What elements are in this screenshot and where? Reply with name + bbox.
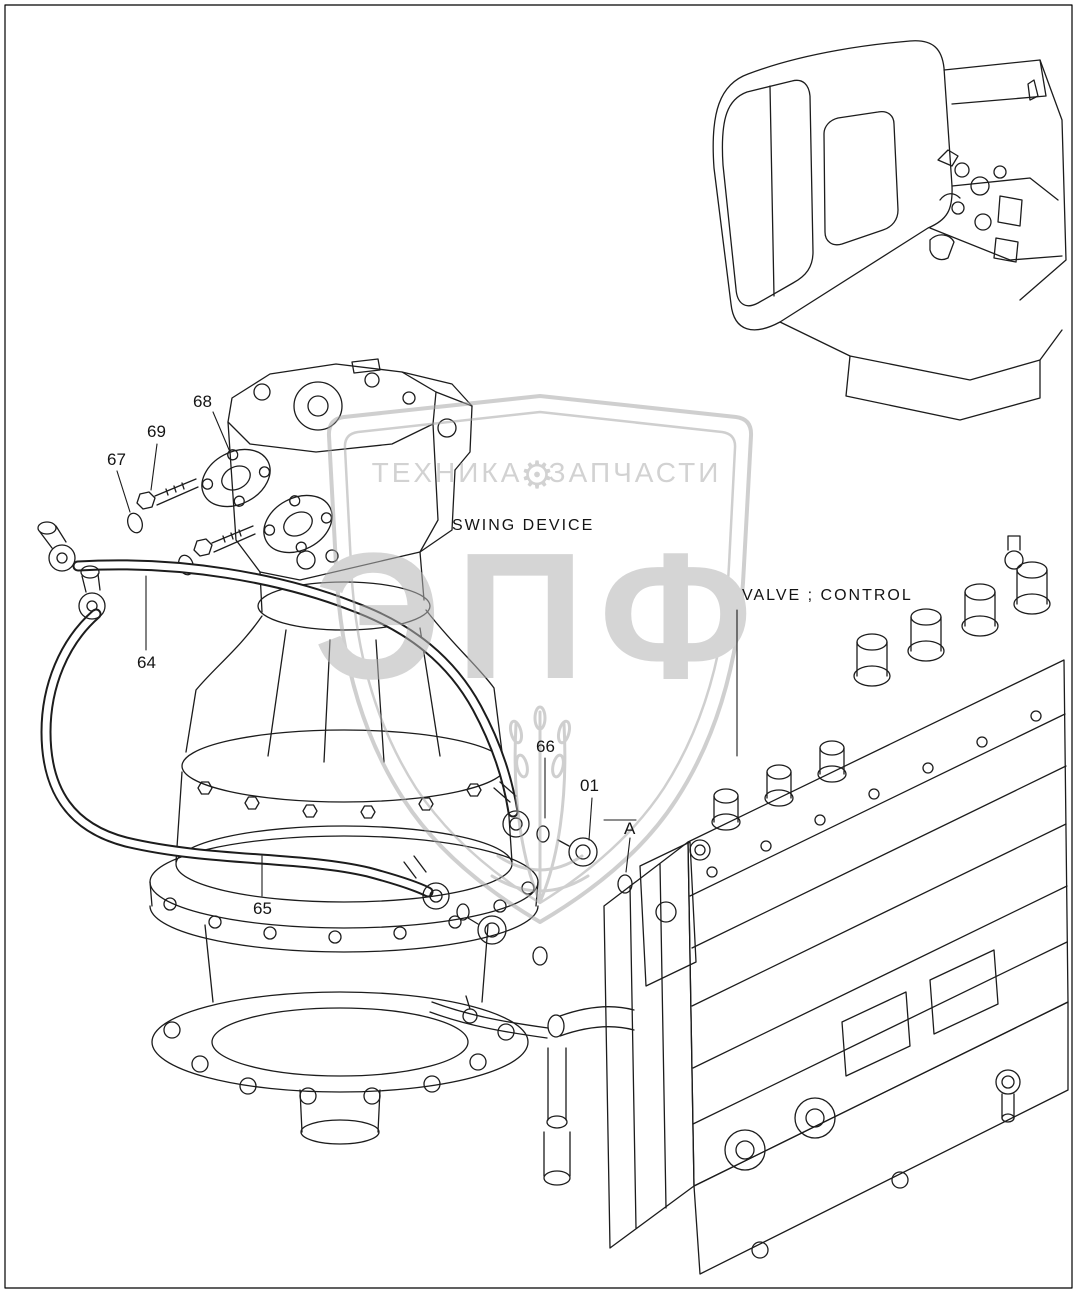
- pilot-pipe-drawing: [429, 995, 549, 1039]
- control-valve-drawing: [543, 535, 1069, 1275]
- leader-A: [625, 837, 631, 873]
- watermark-word-left: ТЕХНИКА: [372, 457, 523, 488]
- hose-64: [37, 521, 519, 818]
- excavator-overview-drawing: [712, 40, 1067, 421]
- page-border: [4, 4, 1073, 1289]
- callout-01: 01: [580, 776, 599, 795]
- callout-68: 68: [193, 392, 212, 411]
- pipe-flange-68b: [263, 494, 333, 554]
- callout-A: A: [624, 819, 636, 838]
- hose-65: [40, 565, 434, 898]
- hose-fittings-drawing: [422, 810, 633, 966]
- leader-69: [150, 443, 158, 491]
- labels: 68 69 67 64 65 66 01 A SWING DEVICE VALV…: [107, 392, 913, 918]
- caption-swing-device: SWING DEVICE: [452, 517, 594, 534]
- callout-65: 65: [253, 899, 272, 918]
- valve-cap-row-2: [689, 740, 847, 861]
- callout-64: 64: [137, 653, 156, 672]
- caption-valve-control: VALVE ; CONTROL: [742, 587, 913, 604]
- leader-67: [116, 470, 131, 513]
- valve-cap-row: [853, 535, 1051, 687]
- watermark-wheat-icon: [490, 705, 590, 904]
- leader-lines: [116, 411, 738, 897]
- callout-67: 67: [107, 450, 126, 469]
- pipe-flange-68a: [201, 448, 271, 508]
- leader-68: [212, 411, 231, 453]
- watermark-monogram: ЭПФ: [313, 516, 766, 717]
- callout-66: 66: [536, 737, 555, 756]
- callout-69: 69: [147, 422, 166, 441]
- o-ring-67a: [127, 512, 143, 534]
- watermark-word-right: ЗАПЧАСТИ: [549, 457, 722, 488]
- bolt-69b: [193, 525, 256, 557]
- bolt-69a: [136, 478, 199, 510]
- watermark-gear-icon: ⚙: [520, 455, 554, 497]
- o-ring-A: [617, 874, 633, 894]
- swing-device-drawing: [127, 358, 539, 1145]
- o-ring-66: [536, 825, 550, 843]
- watermark: ТЕХНИКА ⚙ ЗАПЧАСТИ ЭПФ: [313, 394, 766, 924]
- leader-01: [588, 797, 593, 841]
